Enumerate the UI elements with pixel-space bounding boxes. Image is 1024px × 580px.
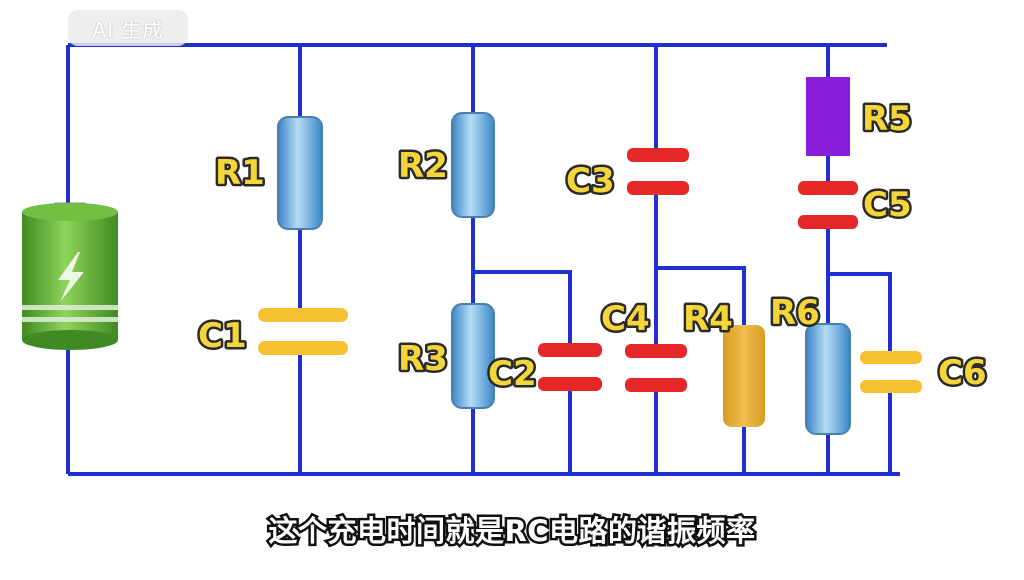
label-r6: R6 — [770, 293, 820, 333]
resistor-r2 — [451, 112, 495, 218]
resistor-r1 — [277, 116, 323, 230]
battery-icon — [22, 202, 118, 350]
resistor-r4 — [723, 325, 765, 427]
capacitor-c4 — [625, 344, 687, 392]
ai-generated-badge: AI 生成 — [68, 10, 188, 46]
label-r2: R2 — [398, 146, 448, 186]
wires — [66, 43, 900, 476]
label-c5: C5 — [863, 185, 912, 225]
label-r3: R3 — [398, 339, 448, 379]
lightning-icon — [58, 252, 84, 302]
resistor-r5 — [806, 77, 850, 156]
resistor-r3 — [451, 303, 495, 409]
label-r5: R5 — [862, 99, 912, 139]
label-r1: R1 — [215, 153, 265, 193]
label-c3: C3 — [566, 161, 615, 201]
label-c6: C6 — [938, 353, 987, 393]
resistor-r6 — [805, 323, 851, 435]
capacitor-c1 — [258, 308, 348, 355]
wire-r4-branch — [656, 266, 746, 326]
capacitor-c3 — [627, 148, 689, 195]
video-subtitle: 这个充电时间就是RC电路的谐振频率 — [266, 512, 758, 551]
label-c2: C2 — [488, 354, 537, 394]
ai-badge-text: AI 生成 — [92, 17, 164, 42]
capacitor-c6 — [860, 351, 922, 393]
label-r4: R4 — [683, 299, 733, 339]
component-labels: R1 R2 R3 R4 R5 R6 C1 C2 C3 C4 C5 C6 — [196, 97, 990, 397]
label-c4: C4 — [601, 299, 650, 339]
label-c1: C1 — [198, 316, 247, 356]
capacitor-c5 — [798, 181, 858, 229]
wire-c2-branch — [473, 270, 572, 345]
wire-c6-branch — [828, 272, 892, 352]
capacitor-c2 — [538, 343, 602, 391]
